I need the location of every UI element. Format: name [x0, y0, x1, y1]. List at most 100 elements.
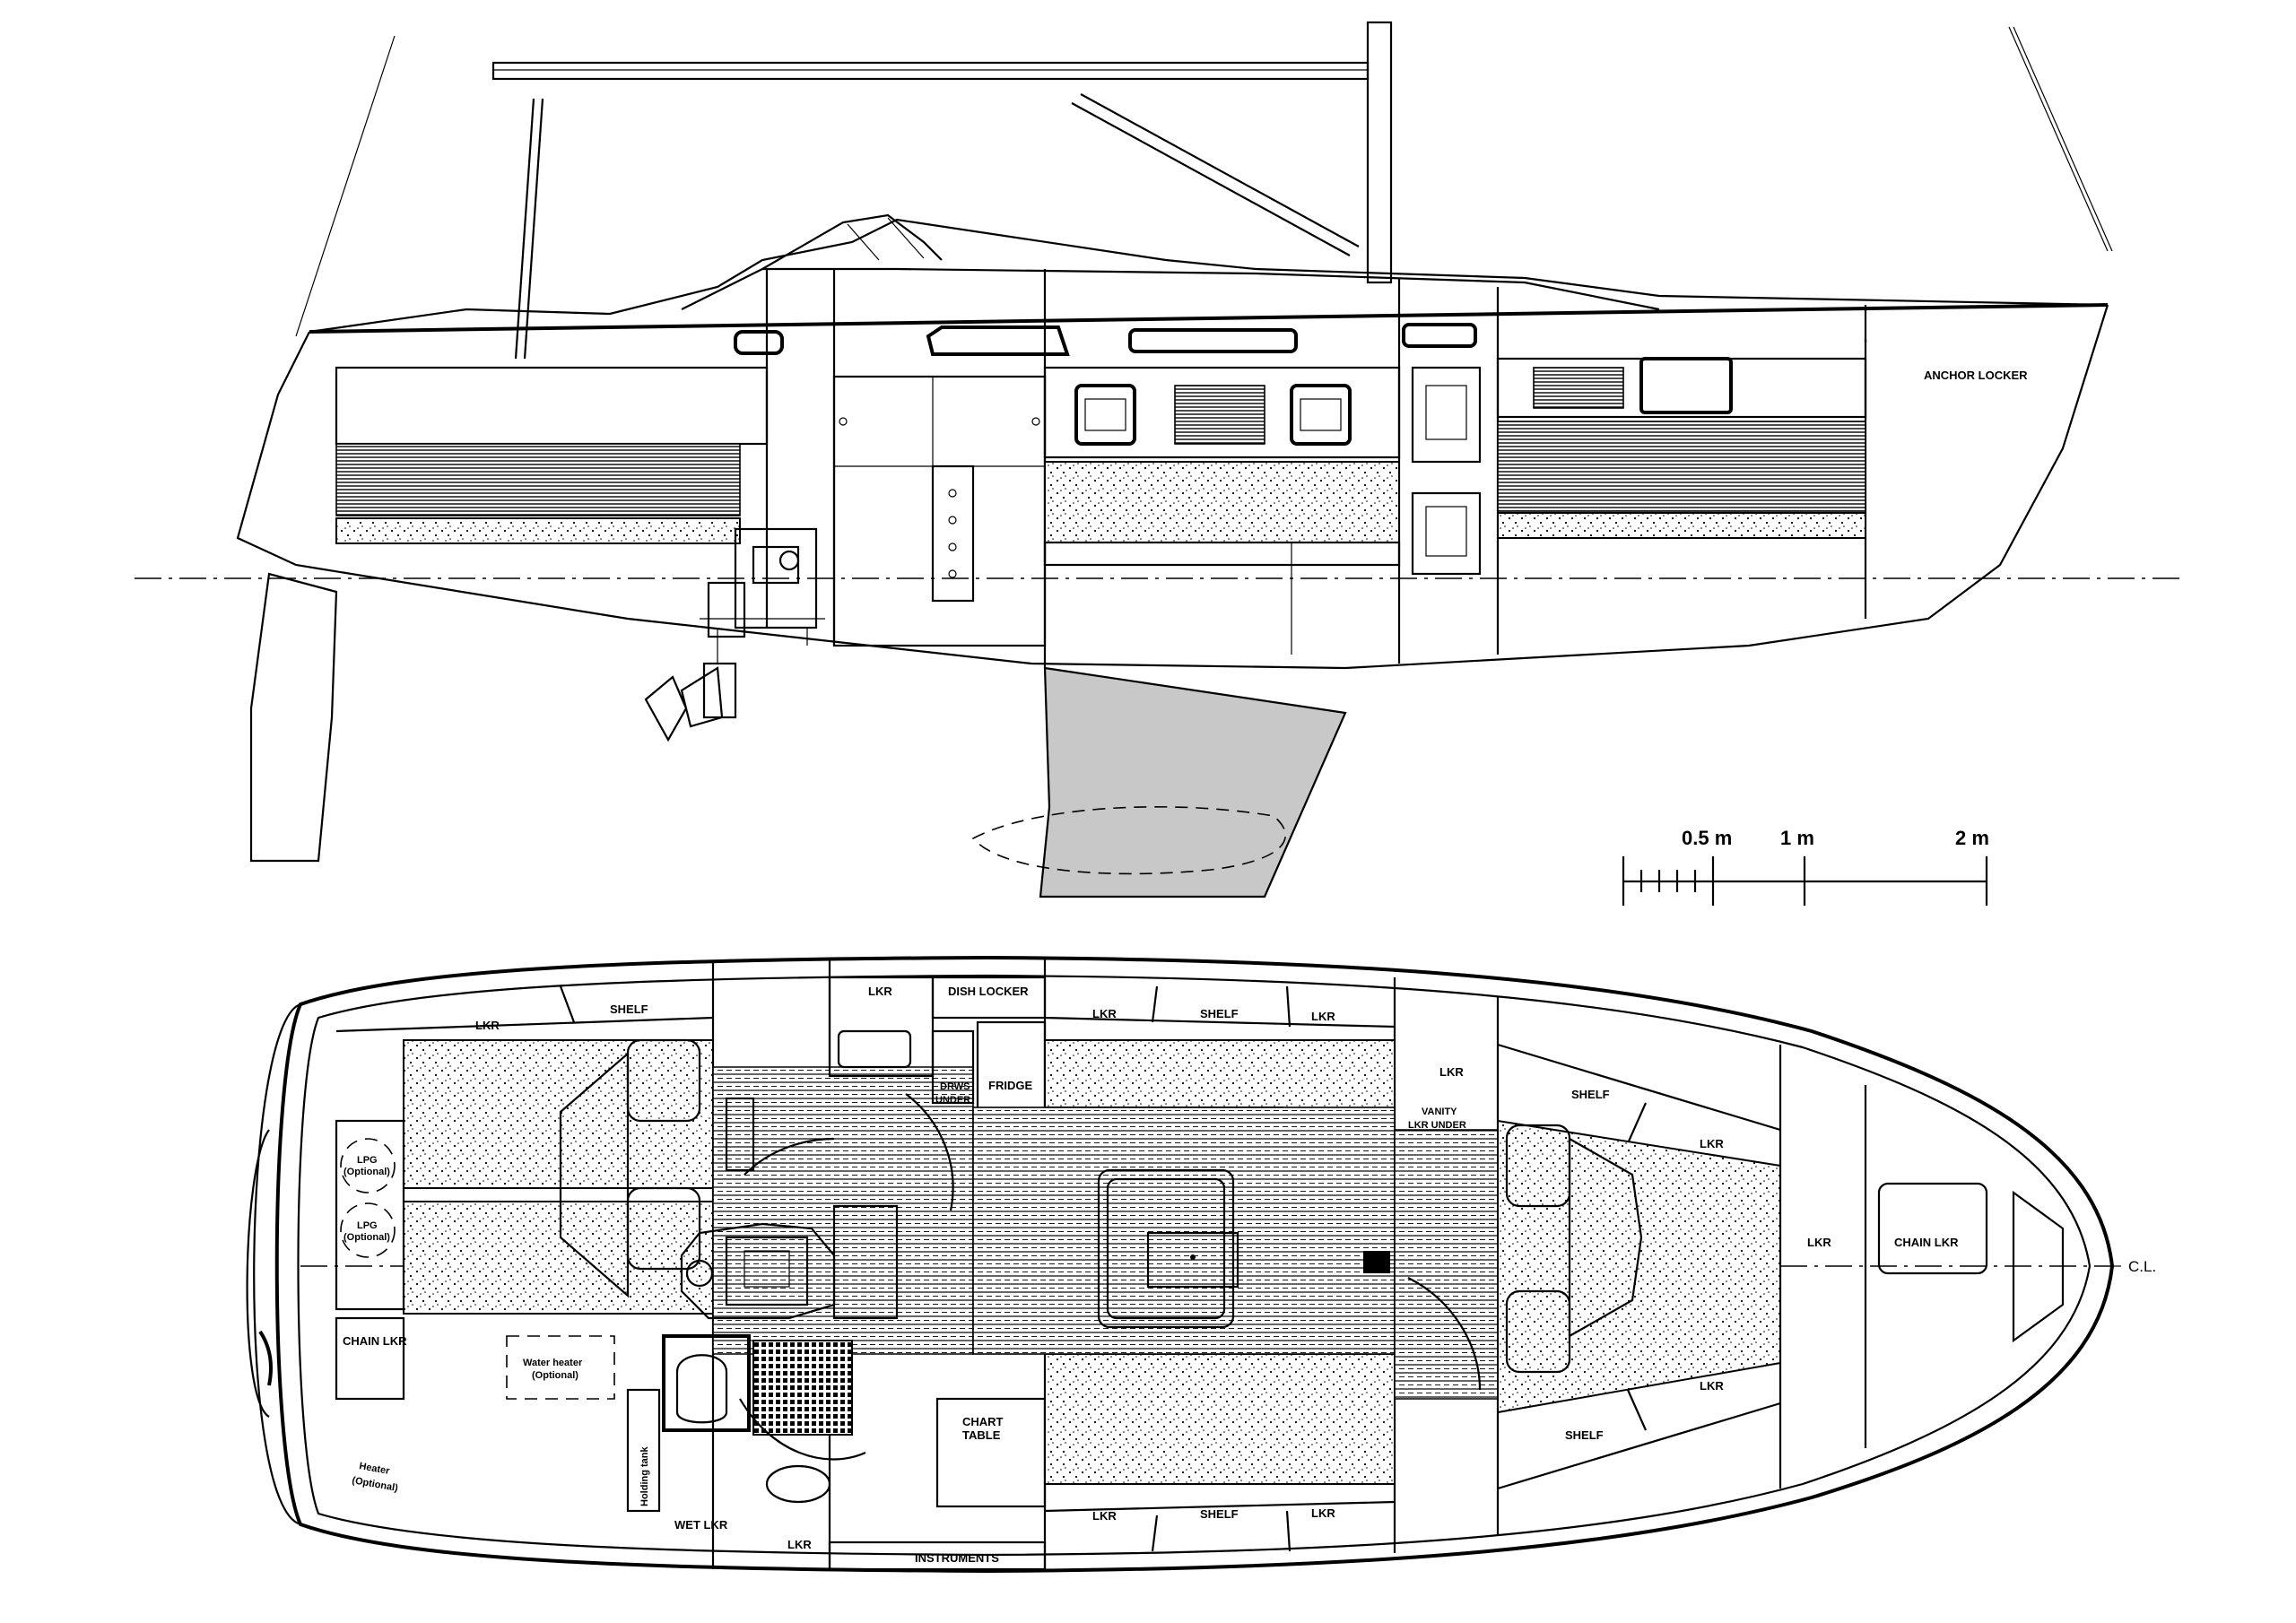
- shelf-divider-6: [1626, 1102, 1648, 1144]
- propeller: [644, 666, 724, 742]
- vang-2: [1071, 102, 1351, 256]
- lpg-bottle-2: [340, 1202, 396, 1258]
- label-instruments: INSTRUMENTS: [915, 1551, 999, 1565]
- engine: [700, 527, 825, 664]
- shelf-divider-7: [1626, 1389, 1648, 1431]
- saloon-table-inner: [1106, 1177, 1226, 1320]
- scale-label-2m: 2 m: [1955, 827, 1989, 849]
- head-compartment: [662, 1334, 751, 1432]
- label-head-lkr: LKR: [787, 1538, 812, 1551]
- mainsheet-post: [514, 98, 535, 360]
- vberth-door-swing: [1407, 1277, 1482, 1391]
- plan-hull-inner: [297, 974, 2092, 1557]
- portlight-3: [1402, 323, 1477, 348]
- label-saloon-lkr-port-aft: LKR: [1092, 1007, 1117, 1020]
- vang: [1080, 93, 1360, 247]
- plan-view: LKR SHELF LKR DISH LOCKER LKR SHELF LKR …: [246, 955, 2156, 1574]
- label-saloon-shelf-stbd: SHELF: [1200, 1507, 1239, 1521]
- engine-plan: [680, 1204, 899, 1320]
- hull-profile: [236, 304, 2109, 670]
- label-fwd-lkr-port: LKR: [1439, 1065, 1464, 1079]
- shelf-line-fwd-stbd: [1497, 1402, 1781, 1490]
- galley-cabinets: [832, 375, 1047, 647]
- aft-berth-fill: [559, 1051, 630, 1298]
- label-chart-1: CHART: [962, 1415, 1004, 1428]
- saloon-table: [1097, 1168, 1235, 1329]
- label-fwd-shelf-stbd: SHELF: [1565, 1428, 1604, 1442]
- shower-grate: [752, 1340, 853, 1436]
- swim-ladder: [246, 1129, 270, 1418]
- shelf-divider-4: [1151, 1515, 1159, 1552]
- head-basin: [765, 1464, 831, 1504]
- label-vberth-lkr-stbd: LKR: [1700, 1379, 1724, 1393]
- boom: [491, 61, 1370, 81]
- deck-sheer-line: [309, 218, 2109, 334]
- label-lpg1-2: (Optional): [344, 1167, 390, 1177]
- label-drws-1: DRWS: [940, 1081, 970, 1092]
- profile-view: ANCHOR LOCKER: [135, 21, 2179, 898]
- holding-tank-box: [626, 1388, 661, 1513]
- instruments-panel: [828, 1541, 1047, 1571]
- dodger-detail: [847, 217, 925, 261]
- keel: [1039, 666, 1347, 898]
- backstay-line: [295, 35, 396, 337]
- label-galley-lkr: LKR: [868, 985, 892, 998]
- forestay-line: [2008, 26, 2109, 252]
- water-heater-box: [506, 1335, 615, 1400]
- label-water-heater-1: Water heater: [523, 1358, 583, 1368]
- cockpit-locker: [335, 366, 769, 446]
- prop-strut: [702, 662, 737, 719]
- vberth-cushion: [1497, 1119, 1781, 1414]
- aft-berth-port: [403, 1039, 714, 1189]
- saloon-sole: [972, 1107, 1396, 1355]
- centerline-label: C.L.: [2128, 1258, 2156, 1275]
- mainsheet-post-2: [523, 98, 544, 360]
- plan-labels: LKR SHELF LKR DISH LOCKER LKR SHELF LKR …: [343, 985, 1959, 1565]
- head-doors: [1411, 366, 1482, 576]
- label-saloon-lkr-port-fwd: LKR: [1311, 1010, 1335, 1023]
- label-aft-shelf-port: SHELF: [610, 1002, 648, 1016]
- cockpit-sole: [712, 1066, 974, 1355]
- aft-pillow-1: [626, 1038, 701, 1123]
- label-heater-2: (Optional): [351, 1475, 399, 1494]
- mast: [1366, 21, 1393, 284]
- label-drws-2: UNDER: [935, 1095, 970, 1106]
- shelf-line-saloon-port: [1044, 1016, 1396, 1028]
- keel-bulb-outline: [971, 806, 1286, 875]
- table-pivot: [1190, 1254, 1196, 1260]
- label-saloon-shelf-port: SHELF: [1200, 1007, 1239, 1020]
- label-water-heater-2: (Optional): [532, 1370, 578, 1381]
- shelf-line-aft-port: [335, 1016, 714, 1033]
- anchor-locker-label: ANCHOR LOCKER: [1924, 369, 2028, 382]
- label-dish-locker: DISH LOCKER: [948, 985, 1029, 998]
- ladder-detail: [258, 1330, 273, 1386]
- shelf-divider-2: [1151, 985, 1159, 1023]
- saloon-settee-stbd: [1044, 1353, 1396, 1485]
- mast-step: [1363, 1251, 1390, 1273]
- bow-locker: [2012, 1190, 2065, 1343]
- label-saloon-lkr-stbd-fwd: LKR: [1311, 1506, 1335, 1520]
- head-door-swing: [739, 1398, 866, 1461]
- vberth-sole: [1394, 1129, 1499, 1400]
- cockpit-seat-1: [725, 1097, 755, 1172]
- label-chain-lkr-aft: CHAIN LKR: [343, 1334, 407, 1348]
- scale-label-1m: 1 m: [1780, 827, 1814, 849]
- forestay-line-2: [2013, 26, 2113, 252]
- chain-locker-fwd: [1877, 1182, 1988, 1275]
- plan-hull-outline: [274, 955, 2115, 1574]
- label-saloon-lkr-stbd-aft: LKR: [1092, 1509, 1117, 1523]
- label-chart-2: TABLE: [962, 1428, 1001, 1442]
- rudder: [249, 572, 338, 863]
- label-lpg2-2: (Optional): [344, 1232, 390, 1243]
- saloon-lockers: [1043, 366, 1401, 655]
- label-vanity-2: LKR UNDER: [1408, 1120, 1466, 1131]
- saloon-table-leaf: [1146, 1231, 1239, 1289]
- label-vberth-lkr-port: LKR: [1700, 1137, 1724, 1150]
- label-holding-tank: Holding tank: [639, 1446, 650, 1506]
- toilet: [675, 1354, 728, 1424]
- shelf-line-fwd-port: [1497, 1043, 1781, 1132]
- scale-bar: 0.5 m 1 m 2 m: [1622, 827, 1989, 906]
- label-fwd-shelf-port: SHELF: [1571, 1088, 1610, 1101]
- portlight-aft: [734, 330, 784, 355]
